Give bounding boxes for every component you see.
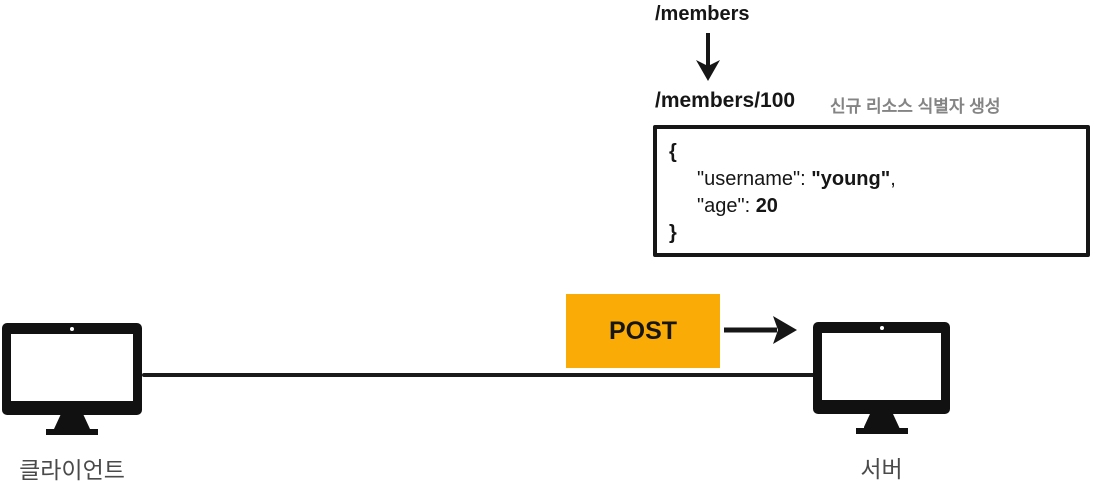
- code-line-username: "username": "young",: [669, 166, 1074, 193]
- uri-members-label: /members: [655, 3, 750, 25]
- code-line-age: "age": 20: [669, 193, 1074, 220]
- age-value: 20: [755, 195, 778, 217]
- new-resource-annotation: 신규 리소스 식별자 생성: [830, 97, 1001, 116]
- post-method-box: POST: [566, 294, 720, 368]
- close-brace: }: [669, 222, 677, 244]
- request-body-box: { "username": "young", "age": 20 }: [653, 125, 1090, 257]
- arrow-down-icon: [696, 33, 720, 81]
- code-line-close: }: [669, 220, 1074, 247]
- arrow-right-icon: [724, 316, 797, 344]
- server-screen: [822, 333, 941, 400]
- uri-members-100-label: /members/100: [655, 89, 796, 112]
- server-label: 서버: [860, 456, 903, 481]
- webcam-dot-icon: [70, 327, 74, 331]
- username-value: "young": [811, 168, 891, 190]
- client-screen: [11, 334, 133, 401]
- code-line-open: {: [669, 139, 1074, 166]
- server-monitor-icon: [813, 322, 950, 414]
- webcam-dot-icon: [879, 326, 884, 330]
- monitor-stand-neck: [54, 415, 90, 429]
- open-brace: {: [669, 141, 677, 163]
- server-device: 서버: [813, 322, 950, 481]
- age-key: "age":: [697, 195, 756, 217]
- monitor-stand-neck: [863, 414, 900, 428]
- monitor-stand-base: [46, 429, 98, 435]
- connection-line: [142, 373, 815, 377]
- monitor-stand-base: [855, 428, 908, 434]
- client-monitor-icon: [2, 323, 142, 415]
- client-device: 클라이언트: [2, 323, 142, 481]
- client-label: 클라이언트: [19, 457, 125, 481]
- username-comma: ,: [890, 168, 896, 190]
- username-key: "username":: [697, 168, 812, 190]
- post-method-label: POST: [608, 316, 678, 345]
